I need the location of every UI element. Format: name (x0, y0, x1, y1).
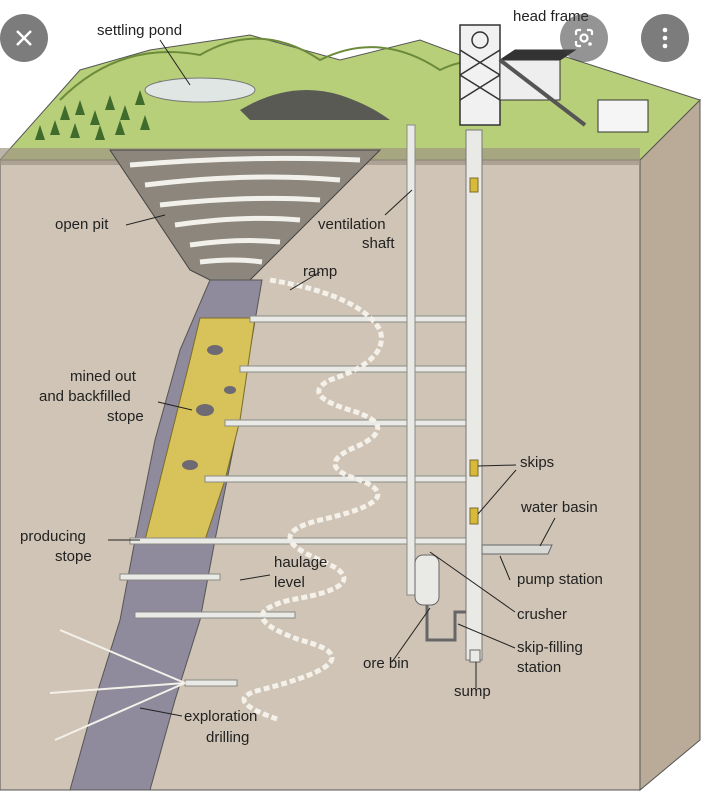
label-exploration-2: drilling (206, 729, 249, 746)
skip-top (469, 177, 479, 193)
label-producing-2: stope (55, 548, 92, 565)
more-options-button[interactable] (641, 14, 689, 62)
water-basin (481, 544, 553, 555)
label-settling-pond: settling pond (97, 22, 182, 39)
label-ramp: ramp (303, 263, 337, 280)
label-mined-out-2: and backfilled (39, 388, 131, 405)
exploration-drill-holes (49, 629, 186, 741)
close-button[interactable] (0, 14, 48, 62)
google-lens-button[interactable] (560, 14, 608, 62)
label-open-pit: open pit (55, 216, 109, 233)
label-ventilation-2: shaft (362, 235, 395, 252)
pit-benches (129, 155, 361, 265)
label-skip-filling-2: station (517, 659, 561, 676)
label-ore-bin: ore bin (363, 655, 409, 672)
sump (469, 649, 481, 663)
label-mined-out-3: stope (107, 408, 144, 425)
label-crusher: crusher (517, 606, 567, 623)
ventilation-shaft (406, 124, 416, 596)
hills (59, 37, 521, 101)
waste-pile (240, 90, 390, 120)
label-haulage-2: level (274, 574, 305, 591)
google-lens-icon (574, 28, 594, 48)
ore-chute (425, 605, 466, 642)
label-mined-out-1: mined out (70, 368, 137, 385)
conveyor (498, 58, 587, 127)
skip-lower (469, 507, 479, 525)
ramp (241, 277, 384, 723)
main-shaft (465, 129, 483, 661)
skip-upper (469, 459, 479, 477)
leader-lines (108, 39, 556, 717)
label-skip-filling-1: skip-filling (517, 639, 583, 656)
label-ventilation-1: ventilation (318, 216, 386, 233)
label-exploration-1: exploration (184, 708, 257, 725)
label-pump-station: pump station (517, 571, 603, 588)
head-frame (459, 24, 501, 126)
label-skips: skips (520, 454, 554, 471)
more-vert-icon (662, 27, 668, 49)
close-icon (16, 30, 32, 46)
label-haulage-1: haulage (274, 554, 327, 571)
settling-pond (144, 77, 256, 103)
label-producing-1: producing (20, 528, 86, 545)
backfill-pockets (182, 345, 236, 470)
label-sump: sump (454, 683, 491, 700)
ore-bin (414, 554, 440, 606)
ground-side-face (639, 98, 701, 792)
label-water-basin: water basin (520, 499, 598, 516)
